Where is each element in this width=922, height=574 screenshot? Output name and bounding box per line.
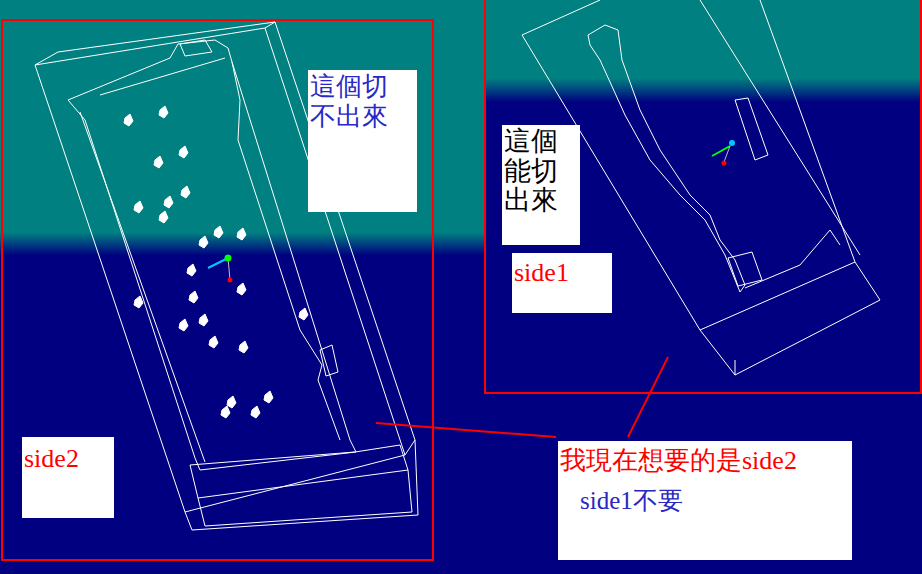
wireframe-edge <box>588 25 745 292</box>
highlight-frame <box>485 0 921 393</box>
viewport-background <box>485 0 922 393</box>
leader-line <box>376 423 556 437</box>
side-label-box: side1 <box>512 253 612 313</box>
side-label-box: side2 <box>22 437 114 518</box>
feature-mark <box>227 341 273 418</box>
note-text: 這個切 不出來 <box>310 72 415 132</box>
highlight-frame <box>2 20 433 560</box>
axis-triad <box>712 140 735 166</box>
note-text: 這個 能切 出來 <box>504 127 578 216</box>
axis-triad <box>208 255 233 283</box>
axis-dot <box>722 161 727 166</box>
feature-mark <box>187 226 246 276</box>
note-box: 我現在想要的是side2 side1不要 <box>558 441 852 560</box>
wireframe-edge <box>728 98 840 288</box>
feature-mark <box>179 291 218 348</box>
feature-mark <box>134 283 308 418</box>
note-subtext: side1不要 <box>580 486 850 516</box>
wireframe-features <box>124 106 308 418</box>
note-box: 這個切 不出來 <box>308 70 417 212</box>
note-text: side1 <box>514 257 610 288</box>
note-text: 我現在想要的是side2 <box>560 445 850 476</box>
axis-dot <box>729 140 735 146</box>
axis-dot <box>228 278 233 283</box>
feature-mark <box>134 186 190 223</box>
axis-dot <box>225 255 232 262</box>
feature-mark <box>124 106 188 168</box>
note-text: side2 <box>24 443 112 474</box>
wireframe-edge <box>190 445 412 526</box>
note-box: 這個 能切 出來 <box>502 125 580 245</box>
axis-line <box>724 146 730 162</box>
leader-line <box>628 357 668 437</box>
